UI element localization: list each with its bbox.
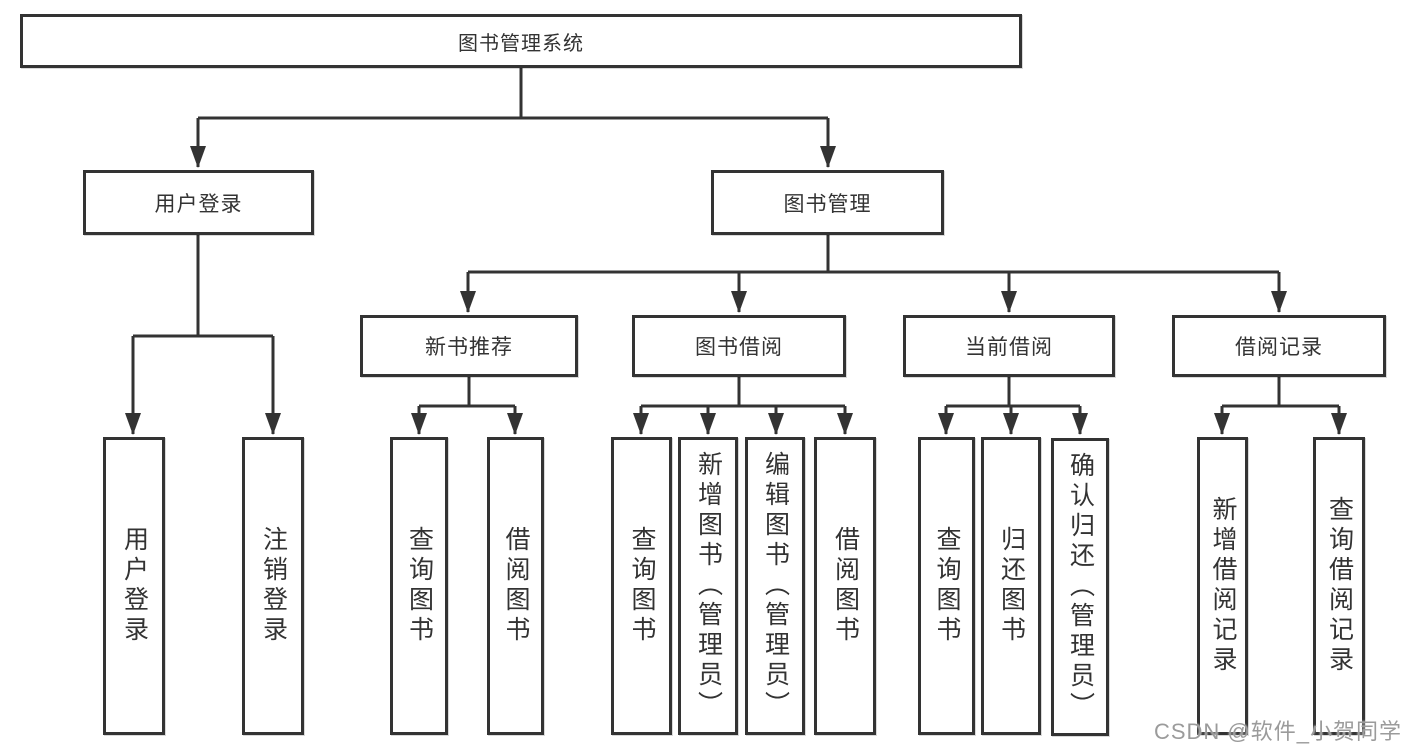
leaf-query-books-borrow: 查询图书 — [611, 437, 672, 735]
leaf-confirm-return-admin: 确认归还（管理员） — [1051, 438, 1109, 736]
node-new-book-recommend: 新书推荐 — [360, 315, 578, 377]
leaf-logout: 注销登录 — [242, 437, 304, 735]
node-book-management: 图书管理 — [711, 170, 944, 235]
node-borrow-records: 借阅记录 — [1172, 315, 1386, 377]
leaf-query-borrow-record: 查询借阅记录 — [1313, 437, 1365, 735]
leaf-query-books-current: 查询图书 — [918, 437, 975, 735]
leaf-query-books-recommend: 查询图书 — [390, 437, 448, 735]
leaf-borrow-books: 借阅图书 — [814, 437, 876, 735]
node-book-borrow: 图书借阅 — [632, 315, 846, 377]
leaf-edit-book-admin: 编辑图书（管理员） — [745, 437, 805, 735]
leaf-user-login: 用户登录 — [103, 437, 165, 735]
leaf-add-borrow-record: 新增借阅记录 — [1197, 437, 1248, 735]
node-current-borrow: 当前借阅 — [903, 315, 1115, 377]
leaf-borrow-books-recommend: 借阅图书 — [487, 437, 544, 735]
node-user-login: 用户登录 — [83, 170, 314, 235]
node-library-management-system: 图书管理系统 — [20, 14, 1022, 68]
leaf-return-books: 归还图书 — [981, 437, 1041, 735]
csdn-watermark: CSDN @软件_小贺同学 — [1153, 719, 1402, 744]
leaf-add-book-admin: 新增图书（管理员） — [678, 437, 738, 735]
